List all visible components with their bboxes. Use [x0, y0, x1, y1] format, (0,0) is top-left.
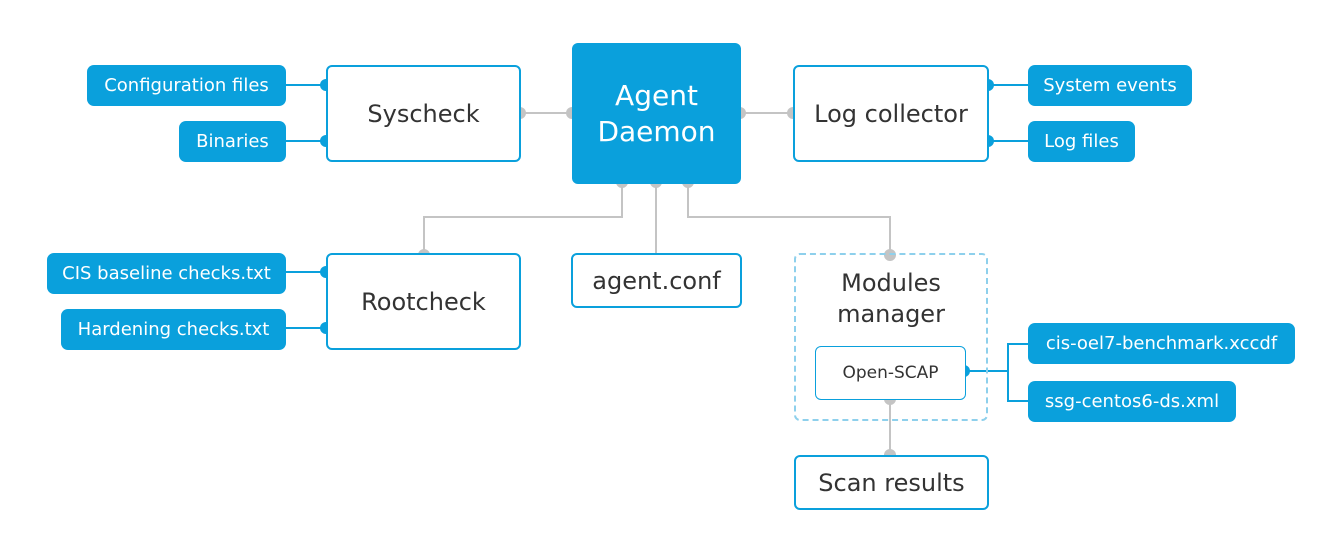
connector-daemon-rootcheck — [423, 182, 623, 255]
binaries-chip: Binaries — [179, 121, 286, 162]
scan-results-label: Scan results — [818, 468, 965, 497]
log-files-chip: Log files — [1028, 121, 1135, 162]
agent-daemon-line1: Agent — [615, 78, 698, 112]
cis-baseline-chip: CIS baseline checks.txt — [47, 253, 286, 294]
ssg-centos6-chip: ssg-centos6-ds.xml — [1028, 381, 1236, 422]
configuration-files-chip: Configuration files — [87, 65, 286, 106]
cis-oel7-benchmark-label: cis-oel7-benchmark.xccdf — [1045, 333, 1278, 354]
cis-baseline-label: CIS baseline checks.txt — [62, 263, 271, 284]
hardening-checks-chip: Hardening checks.txt — [61, 309, 286, 350]
open-scap-label: Open-SCAP — [842, 363, 939, 383]
modules-manager-line2: manager — [837, 300, 945, 328]
open-scap-node: Open-SCAP — [815, 346, 966, 400]
connector-daemon-modules — [687, 182, 891, 255]
modules-manager-line1: Modules — [841, 269, 941, 297]
binaries-label: Binaries — [196, 131, 269, 152]
log-collector-node: Log collector — [793, 65, 989, 162]
modules-manager-node — [794, 253, 988, 421]
cis-oel7-benchmark-chip: cis-oel7-benchmark.xccdf — [1028, 323, 1295, 364]
syscheck-label: Syscheck — [367, 99, 480, 128]
ssg-centos6-label: ssg-centos6-ds.xml — [1044, 391, 1220, 412]
configuration-files-label: Configuration files — [104, 75, 269, 96]
connector-dot — [884, 249, 896, 261]
hardening-checks-label: Hardening checks.txt — [77, 319, 270, 340]
scan-results-node: Scan results — [794, 455, 989, 510]
connector-openscap-xml — [1007, 371, 1028, 402]
agent-daemon-node: Agent Daemon — [572, 43, 741, 184]
log-collector-label: Log collector — [814, 99, 968, 128]
agent-conf-label: agent.conf — [592, 266, 721, 295]
syscheck-node: Syscheck — [326, 65, 521, 162]
system-events-label: System events — [1043, 75, 1177, 96]
rootcheck-label: Rootcheck — [361, 287, 486, 316]
agent-conf-node: agent.conf — [571, 253, 742, 308]
agent-daemon-line2: Daemon — [597, 114, 716, 148]
log-files-label: Log files — [1044, 131, 1119, 152]
modules-manager-title: Modules manager — [794, 268, 988, 330]
system-events-chip: System events — [1028, 65, 1192, 106]
rootcheck-node: Rootcheck — [326, 253, 521, 350]
